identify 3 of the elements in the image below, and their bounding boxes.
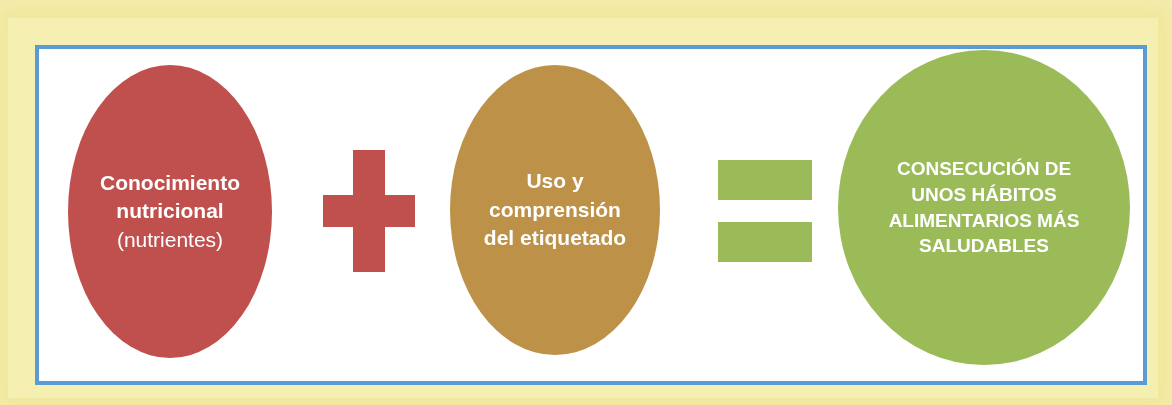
circle-text: CONSECUCIÓN DE UNOS HÁBITOS ALIMENTARIOS MÁS SALUDABLES — [887, 157, 1081, 259]
circle-text: Uso y comprensión del etiquetado — [482, 168, 628, 252]
circle-text: Conocimiento nutricional (nutrientes) — [99, 170, 241, 253]
